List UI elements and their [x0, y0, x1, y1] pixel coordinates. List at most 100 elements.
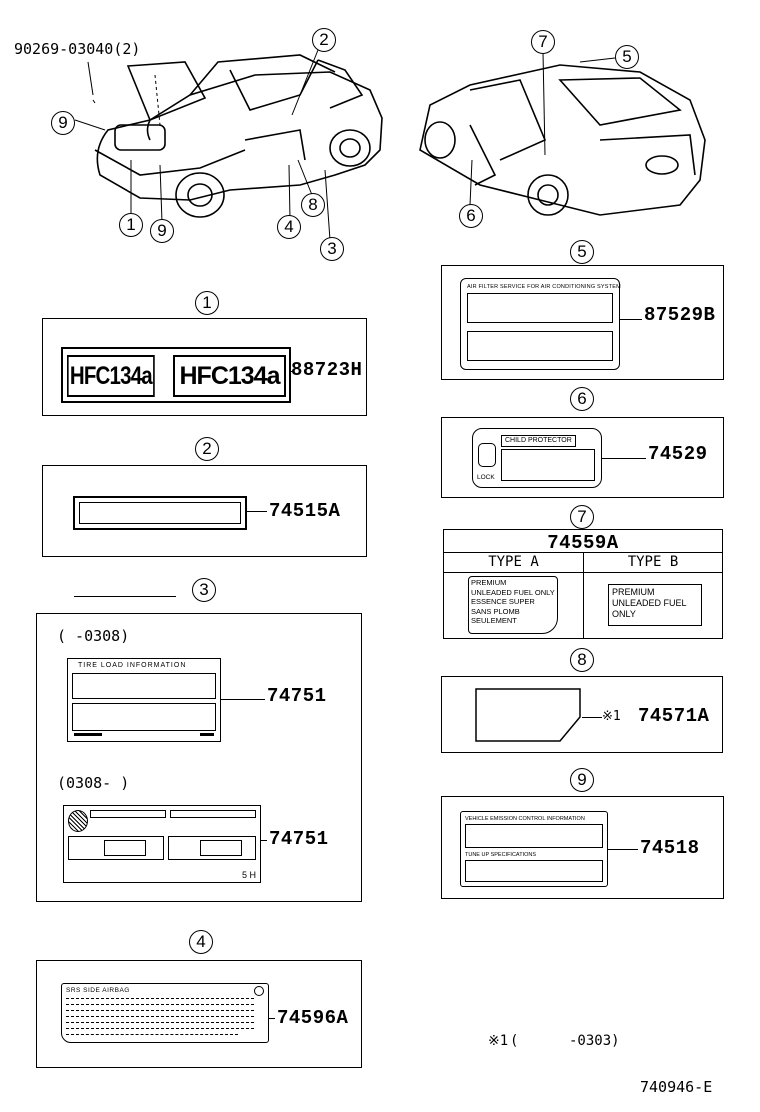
tire-info-cell-b [170, 810, 256, 818]
type-a-line: UNLEADED FUEL ONLY [471, 587, 555, 597]
panel-6-number: 6 [570, 387, 594, 411]
callout-7: 7 [531, 30, 555, 54]
leader-3-upper [221, 699, 265, 700]
callout-9: 9 [150, 219, 174, 243]
ac-filter-box-2 [467, 331, 613, 361]
lock-switch-icon [478, 443, 496, 467]
srs-text-line [66, 1028, 254, 1029]
emission-line-1: VEHICLE EMISSION CONTROL INFORMATION [465, 816, 585, 822]
callout-9-hood: 9 [51, 111, 75, 135]
type-a-line: SEULEMENT [471, 616, 517, 625]
panel-7: 74559A TYPE A TYPE B PREMIUM UNLEADED FU… [443, 529, 723, 639]
tire-load-box-1 [72, 673, 216, 699]
panel-9: VEHICLE EMISSION CONTROL INFORMATION TUN… [441, 796, 724, 899]
srs-warning-icon [254, 986, 264, 996]
front-car-leaders [74, 39, 331, 241]
hfc-label: HFC134a HFC134a [61, 347, 291, 403]
callout-6: 6 [459, 204, 483, 228]
tire-info-grid-left-inner [104, 840, 146, 856]
panel-6: LOCK CHILD PROTECTOR 74529 [441, 417, 724, 498]
panel-1: HFC134a HFC134a 88723H [42, 318, 367, 416]
front-car-drawing [94, 54, 383, 218]
panel-3-upper-range: ( -0308) [57, 627, 130, 645]
footnote-mark: ※1 [488, 1033, 509, 1049]
srs-text-line [66, 1016, 254, 1017]
panel-3-lower-range: (0308- ) [57, 774, 130, 792]
ac-filter-title: AIR FILTER SERVICE FOR AIR CONDITIONING … [467, 284, 621, 290]
emission-box-2 [465, 860, 603, 882]
part-number-74515A: 74515A [269, 500, 341, 522]
part-number-74751-lower: 74751 [269, 828, 329, 850]
leader-6 [602, 458, 646, 459]
child-protector-box [501, 449, 595, 481]
callout-4: 4 [277, 215, 301, 239]
panel-8-note-mark: ※1 [602, 709, 621, 724]
callout-8: 8 [301, 193, 325, 217]
type-a-line: SANS PLOMB [471, 606, 520, 616]
panel-2: 74515A [42, 465, 367, 557]
srs-airbag-label: SRS SIDE AIRBAG [61, 983, 269, 1043]
tire-load-mark-left [74, 733, 102, 736]
tire-info-grid-left [68, 836, 164, 860]
vehicle-illustrations [74, 39, 706, 241]
tire-load-mark-right [200, 733, 214, 736]
panel-9-number: 9 [570, 768, 594, 792]
callout-1: 1 [119, 213, 143, 237]
tire-load-title: TIRE LOAD INFORMATION [78, 662, 187, 669]
part-number-74751-upper: 74751 [267, 685, 327, 707]
tire-info-cell-a [90, 810, 166, 818]
callout-5: 5 [615, 45, 639, 69]
type-b-line: ONLY [612, 609, 636, 619]
rear-car-leaders [469, 51, 616, 206]
panel-3: ( -0308) TIRE LOAD INFORMATION 74751 (03… [36, 613, 362, 902]
leader-3-lower [261, 840, 267, 841]
drawing-code: 740946-E [640, 1078, 713, 1096]
emission-box-1 [465, 824, 603, 848]
child-protector-label: LOCK CHILD PROTECTOR [472, 428, 602, 488]
emission-line-2: TUNE UP SPECIFICATIONS [465, 852, 537, 858]
part-number-87529B: 87529B [644, 304, 716, 326]
part-number-74596A: 74596A [277, 1007, 349, 1029]
child-protector-title: CHILD PROTECTOR [501, 435, 576, 447]
panel-7-number: 7 [570, 505, 594, 529]
panel-7-vdivider [583, 552, 584, 638]
type-b-line: UNLEADED FUEL [612, 598, 687, 608]
part-number-88723H: 88723H [291, 359, 363, 381]
panel-2-label [73, 496, 247, 530]
panel-1-number: 1 [195, 291, 219, 315]
srs-text-line [66, 1010, 254, 1011]
type-b-line: PREMIUM [612, 587, 655, 597]
type-a-heading: TYPE A [488, 554, 539, 570]
part-number-74559A: 74559A [547, 532, 619, 554]
part-number-74518: 74518 [640, 837, 700, 859]
leader-2 [245, 511, 267, 512]
leader-1 [289, 371, 293, 372]
leader-8 [582, 717, 602, 718]
srs-text-line [66, 1022, 254, 1023]
leader-5 [620, 319, 642, 320]
callout-2: 2 [312, 28, 336, 52]
tire-icon [68, 810, 88, 832]
lock-text: LOCK [477, 474, 495, 481]
leader-9 [608, 849, 638, 850]
panel-4: SRS SIDE AIRBAG 74596A [36, 960, 362, 1068]
callout-3: 3 [320, 237, 344, 261]
type-a-line: PREMIUM [471, 578, 507, 587]
tire-info-corner-code: 5 H [241, 870, 256, 880]
type-b-heading: TYPE B [627, 554, 679, 570]
hood-part-number: 90269-03040(2) [14, 40, 141, 58]
ac-filter-box-1 [467, 293, 613, 323]
panel-4-number: 4 [189, 930, 213, 954]
panel-3-header-line [74, 596, 176, 597]
hfc-sticker-left: HFC134a [67, 355, 155, 397]
panel-3-number: 3 [192, 578, 216, 602]
emission-label: VEHICLE EMISSION CONTROL INFORMATION TUN… [460, 811, 608, 887]
tire-info-grid-right-inner [200, 840, 242, 856]
srs-airbag-title: SRS SIDE AIRBAG [66, 987, 130, 994]
panel-8-number: 8 [570, 648, 594, 672]
tire-info-grid-right [168, 836, 256, 860]
type-a-label: PREMIUM UNLEADED FUEL ONLY ESSENCE SUPER… [468, 576, 558, 634]
panel-8: ※1 74571A [441, 676, 723, 753]
srs-text-line [66, 998, 254, 999]
type-a-text: PREMIUM UNLEADED FUEL ONLY ESSENCE SUPER… [471, 578, 555, 626]
